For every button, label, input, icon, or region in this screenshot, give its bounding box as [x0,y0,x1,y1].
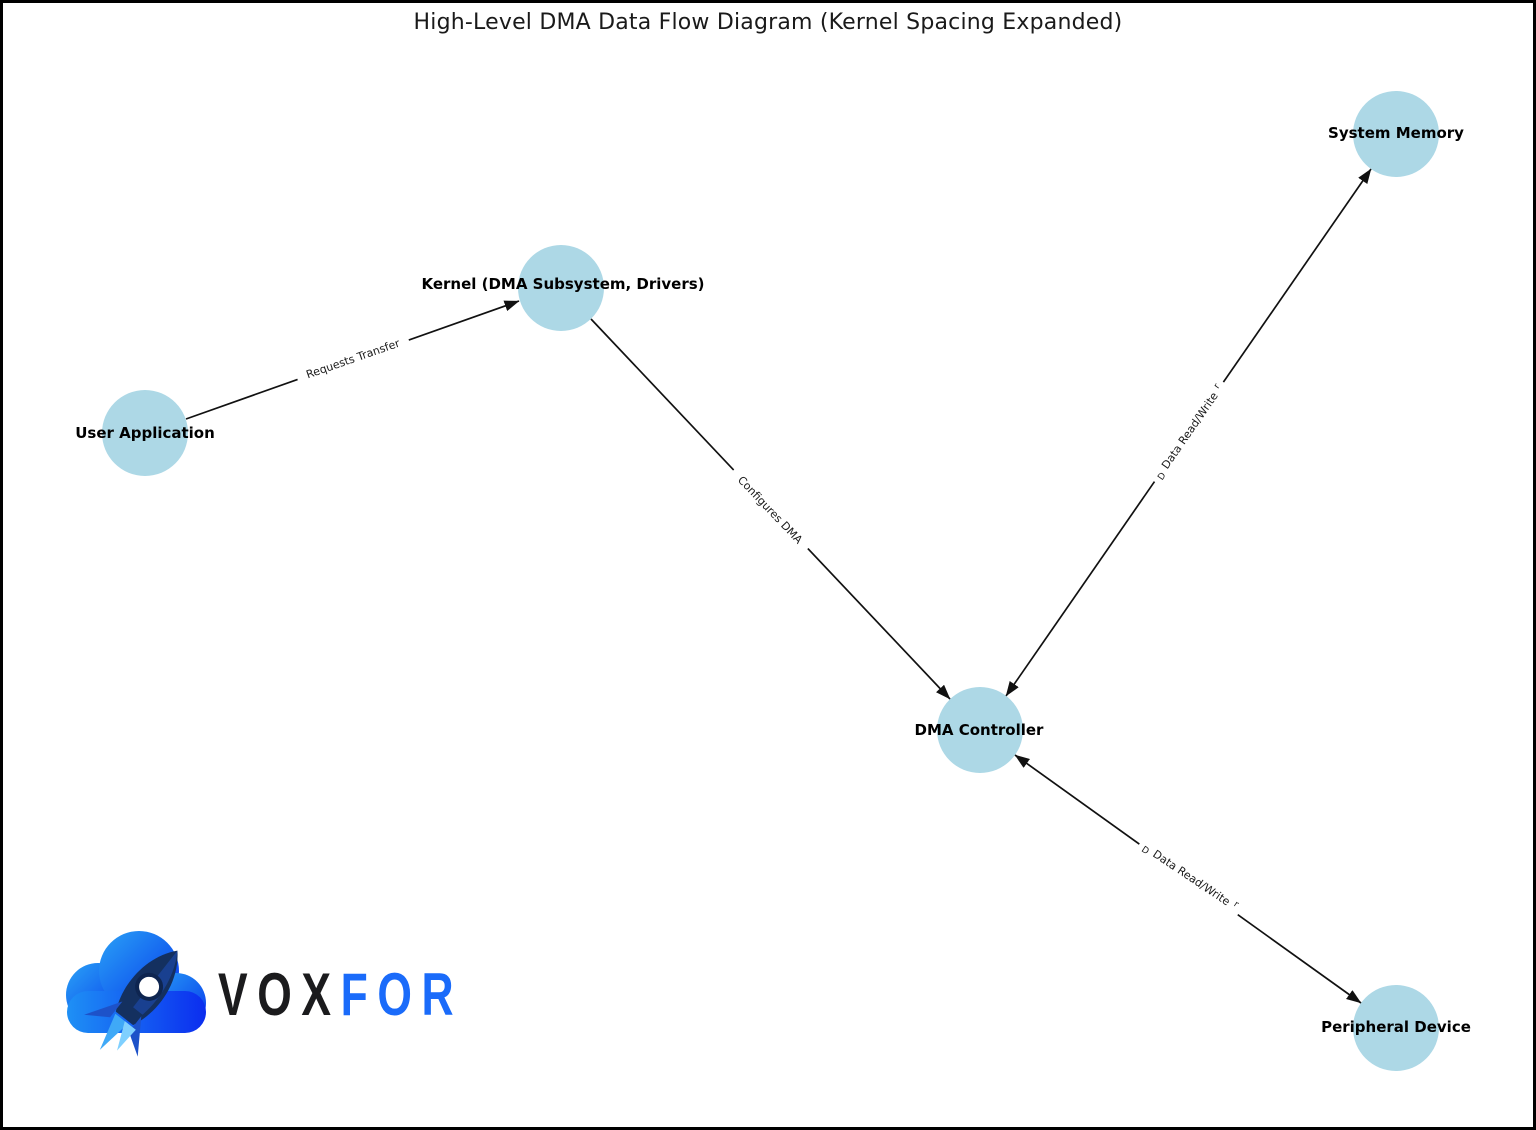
graph-svg [102,91,1439,1071]
node-label-user-application: User Application [75,424,215,442]
node-peripheral-device-circle [1353,985,1439,1071]
node-dma-controller-circle [937,687,1023,773]
node-label-peripheral-device: Peripheral Device [1321,1018,1471,1036]
node-label-dma-controller: DMA Controller [914,721,1044,739]
node-label-system-memory: System Memory [1328,124,1464,142]
wordmark-for: FOR [340,961,464,1028]
edge-label-artifact-suffix: r [1231,899,1241,910]
wordmark-vox: VOX [218,961,341,1028]
diagram-title: High-Level DMA Data Flow Diagram (Kernel… [413,10,1123,35]
node-kernel-circle [518,245,604,331]
voxfor-logo: VOXFOR [60,925,520,1090]
node-system-memory-circle [1353,91,1439,177]
node-label-kernel: Kernel (DMA Subsystem, Drivers) [421,275,705,293]
edge-label-artifact-suffix: r [1211,381,1223,391]
node-user-application-circle [102,390,188,476]
cloud-rocket-icon [66,931,206,1057]
voxfor-wordmark: VOXFOR [218,965,463,1025]
